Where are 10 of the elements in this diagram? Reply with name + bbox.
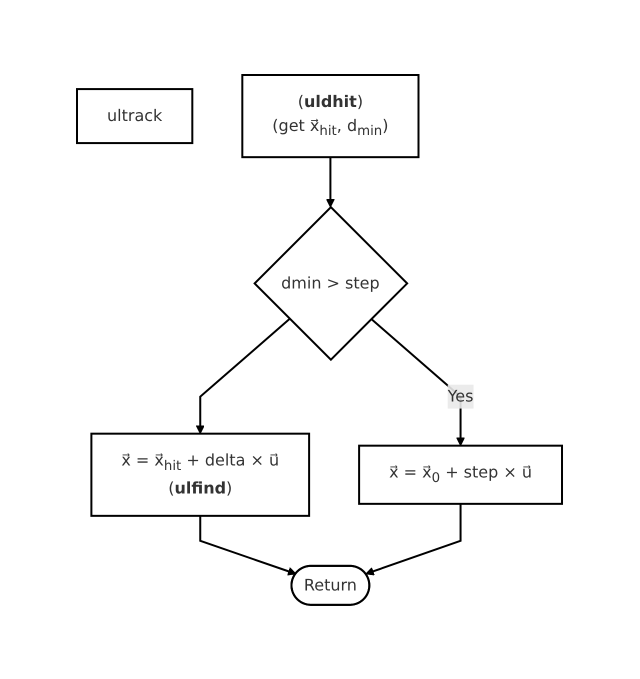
node-box: (uldhit) (get x⃗$_{hit}$, d$_{min}$) [242,74,420,158]
node-box: ultrack [76,88,194,144]
arrow [326,156,336,208]
node-box: x⃗ = x⃗$_{hit}$ + delta × u⃗ (ulfind) [90,432,311,516]
arrow [366,503,462,576]
node-box: x⃗ = x⃗$_{0}$ + step × u⃗ [358,444,564,504]
arrow [196,318,291,434]
edge-label: Yes [448,386,474,406]
arrow [200,515,297,576]
node-diamond: dmin > step [254,205,410,361]
